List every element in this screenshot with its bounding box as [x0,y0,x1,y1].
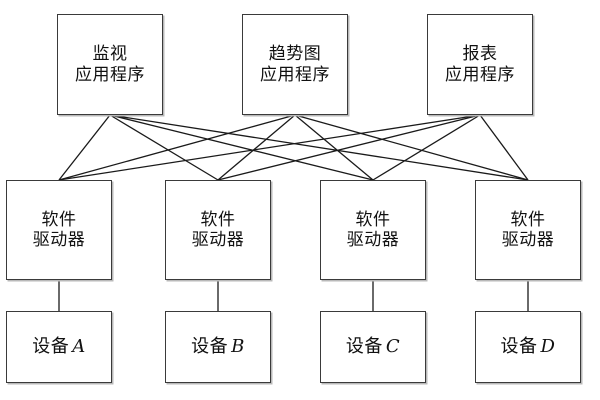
driver-node-a-label: 软件 驱动器 [32,209,86,250]
driver-node-d-label: 软件 驱动器 [501,209,555,250]
edge-app1-driver4 [109,114,529,181]
driver-node-a[interactable]: 软件 驱动器 [6,180,112,280]
app-node-monitor[interactable]: 监视 应用程序 [57,14,163,115]
edge-app3-driver1 [58,114,481,181]
app-node-report[interactable]: 报表 应用程序 [427,14,533,115]
edge-app3-driver2 [217,114,481,181]
edge-app1-driver2 [109,114,219,181]
edge-app3-driver3 [372,114,481,181]
driver-node-b[interactable]: 软件 驱动器 [165,180,271,280]
edge-app3-driver4 [479,114,529,181]
edge-app2-driver4 [294,114,529,181]
edge-app2-driver2 [217,114,296,181]
app-node-trend[interactable]: 趋势图 应用程序 [242,14,348,115]
driver-node-c-label: 软件 驱动器 [346,209,400,250]
app-node-report-label: 报表 应用程序 [445,44,515,85]
driver-node-d[interactable]: 软件 驱动器 [475,180,581,280]
edge-app2-driver3 [294,114,374,181]
edge-app1-driver3 [109,114,374,181]
driver-node-b-label: 软件 驱动器 [191,209,245,250]
edge-app1-driver1 [58,114,111,181]
app-node-trend-label: 趋势图 应用程序 [260,44,330,85]
app-node-monitor-label: 监视 应用程序 [75,44,145,85]
edge-app2-driver1 [58,114,296,181]
driver-node-c[interactable]: 软件 驱动器 [320,180,426,280]
